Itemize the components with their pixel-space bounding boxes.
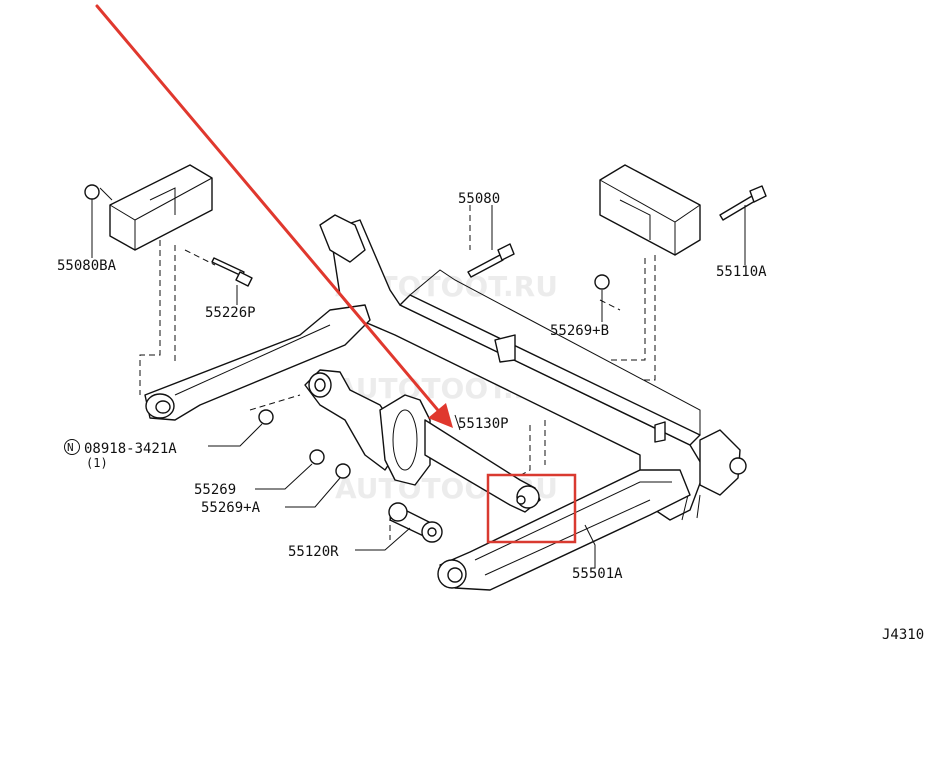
left-lower-link	[144, 304, 371, 421]
right-body-rail	[599, 164, 701, 256]
lateral-link-55120r	[388, 502, 443, 543]
callout-55269b: 55269+B	[550, 323, 609, 339]
lower-arm-55501a	[437, 469, 691, 591]
leader-lines	[91, 199, 746, 568]
callout-08918-prefix: N	[67, 441, 74, 454]
nut-55080ba	[84, 184, 100, 200]
callout-55269: 55269	[194, 482, 236, 498]
callout-55130p: 55130P	[458, 416, 509, 432]
callout-55501a: 55501A	[572, 566, 623, 582]
callout-55226p: 55226P	[205, 305, 256, 321]
callout-55120r: 55120R	[288, 544, 339, 560]
bolt-55226p	[211, 257, 253, 287]
nut-55269a	[335, 463, 351, 479]
bolt-55110a	[719, 185, 767, 221]
highlight-box	[486, 473, 577, 544]
nut-55269b	[594, 274, 610, 290]
callout-55080: 55080	[458, 191, 500, 207]
callout-08918: 08918-3421A	[84, 441, 177, 457]
callout-55110a: 55110A	[716, 264, 767, 280]
left-body-rail	[99, 164, 213, 251]
callout-55269a: 55269+A	[201, 500, 261, 516]
assembly-dash-lines	[139, 205, 656, 540]
annotation-arrow	[95, 4, 453, 428]
rear-crossmember	[319, 214, 747, 521]
nut-08918	[258, 409, 274, 425]
diagram-code: J4310	[882, 627, 924, 643]
callout-08918-qty: (1)	[86, 456, 108, 470]
callout-55080ba: 55080BA	[57, 258, 117, 274]
nut-55269	[309, 449, 325, 465]
callout-08918-group: N 08918-3421A (1)	[64, 439, 177, 470]
upper-link-55130p	[304, 369, 541, 513]
bolt-55080	[467, 243, 515, 278]
